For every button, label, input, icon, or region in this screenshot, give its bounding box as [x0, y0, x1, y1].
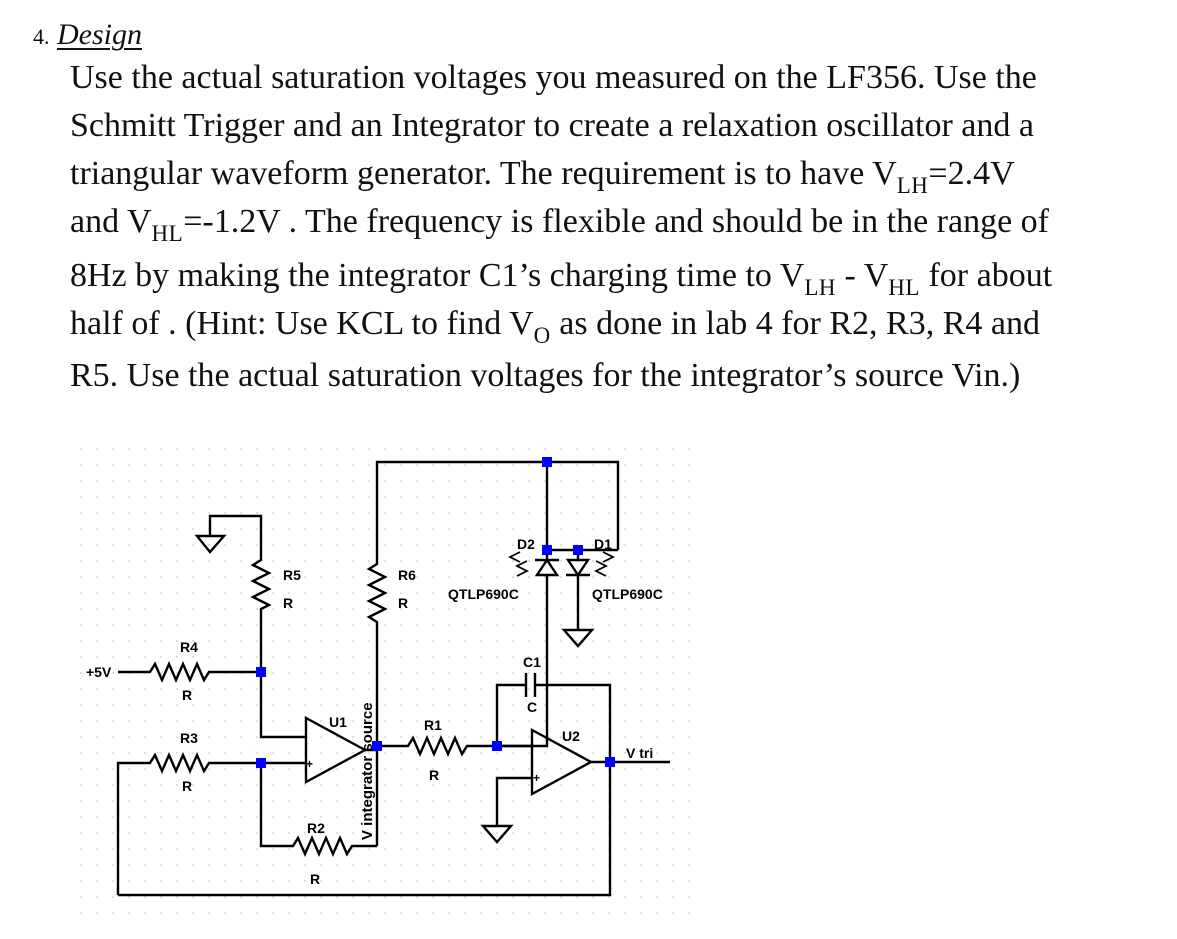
label-v-tri: V tri — [626, 745, 653, 761]
subscript: LH — [804, 275, 837, 300]
label-5v-source: +5V — [86, 664, 112, 680]
grid-background — [73, 442, 693, 920]
opamp-u2 — [495, 727, 670, 826]
capacitor-c1 — [495, 673, 612, 762]
schematic-svg: R5 R R6 R R4 R R3 R R2 R R1 R D2 QTLP690… — [73, 442, 693, 920]
label-r3: R3 — [180, 730, 198, 746]
label-r2-value: R — [310, 871, 320, 887]
label-u1: U1 — [329, 714, 347, 730]
label-d1-model: QTLP690C — [592, 586, 663, 602]
paragraph-line-3: triangular waveform generator. The requi… — [70, 150, 1015, 198]
label-u2: U2 — [562, 728, 580, 744]
label-u2-plus: + — [533, 771, 540, 785]
text-run: =-1.2V . The frequency is flexible and s… — [183, 203, 1049, 240]
label-v-integrator-source: V integrator source — [359, 702, 376, 840]
label-r6-value: R — [398, 595, 408, 611]
resistor-r5 — [250, 549, 272, 620]
label-r3-value: R — [182, 778, 192, 794]
circuit-schematic: R5 R R6 R R4 R R3 R R2 R R1 R D2 QTLP690… — [73, 442, 693, 920]
label-d2-model: QTLP690C — [448, 586, 519, 602]
label-r1-value: R — [429, 767, 439, 783]
resistor-r1 — [377, 735, 549, 757]
text-run: Use the actual saturation voltages you m… — [70, 59, 1037, 96]
label-c1: C1 — [523, 654, 541, 670]
label-r4: R4 — [180, 639, 198, 655]
text-run: as done in lab 4 for R2, R3, R4 and — [550, 305, 1040, 342]
paragraph-line-6: half of . (Hint: Use KCL to find VO as d… — [70, 300, 1040, 348]
section-heading: 4. Design — [33, 14, 142, 58]
wire-r5-to-u1 — [259, 620, 306, 739]
section-title: Design — [57, 18, 142, 51]
subscript: HL — [151, 221, 184, 246]
paragraph-line-2: Schmitt Trigger and an Integrator to cre… — [70, 102, 1034, 150]
label-r4-value: R — [182, 687, 192, 703]
section-number: 4. — [33, 24, 50, 49]
text-run: - V — [836, 257, 889, 294]
paragraph-line-7: R5. Use the actual saturation voltages f… — [70, 352, 1020, 400]
diode-d1 — [565, 550, 616, 622]
label-d2: D2 — [517, 536, 535, 552]
label-u1-plus: + — [306, 757, 313, 771]
text-run: and V — [70, 203, 152, 240]
ground-symbol-r5 — [194, 514, 263, 554]
resistor-r3 — [116, 752, 306, 895]
text-run: Schmitt Trigger and an Integrator to cre… — [70, 107, 1034, 144]
label-c1-value: C — [527, 699, 537, 715]
resistor-r2 — [259, 763, 377, 857]
wire-feedback-loop — [118, 762, 612, 897]
paragraph-line-4: and VHL=-1.2V . The frequency is flexibl… — [70, 198, 1049, 246]
resistor-r4 — [118, 661, 261, 683]
text-run: half of . (Hint: Use KCL to find V — [70, 305, 534, 342]
label-r5-value: R — [283, 595, 293, 611]
text-run: 8Hz by making the integrator C1’s chargi… — [70, 257, 805, 294]
subscript: LH — [896, 173, 929, 198]
subscript: O — [533, 323, 551, 348]
opamp-u1 — [304, 715, 368, 785]
text-run: for about — [919, 257, 1053, 294]
text-run: triangular waveform generator. The requi… — [70, 155, 897, 192]
label-d1: D1 — [594, 536, 612, 552]
ground-symbol-u2 — [480, 824, 514, 844]
text-run: R5. Use the actual saturation voltages f… — [70, 357, 1021, 394]
subscript: HL — [888, 275, 920, 300]
paragraph-line-5: 8Hz by making the integrator C1’s chargi… — [70, 252, 1052, 300]
junction-markers — [256, 457, 615, 768]
ground-symbol-d1 — [561, 622, 595, 648]
label-r1: R1 — [424, 717, 442, 733]
paragraph-line-1: Use the actual saturation voltages you m… — [70, 54, 1037, 102]
label-r5: R5 — [283, 567, 301, 583]
label-r2: R2 — [307, 820, 325, 836]
label-r6: R6 — [398, 567, 416, 583]
text-run: =2.4V — [928, 155, 1015, 192]
